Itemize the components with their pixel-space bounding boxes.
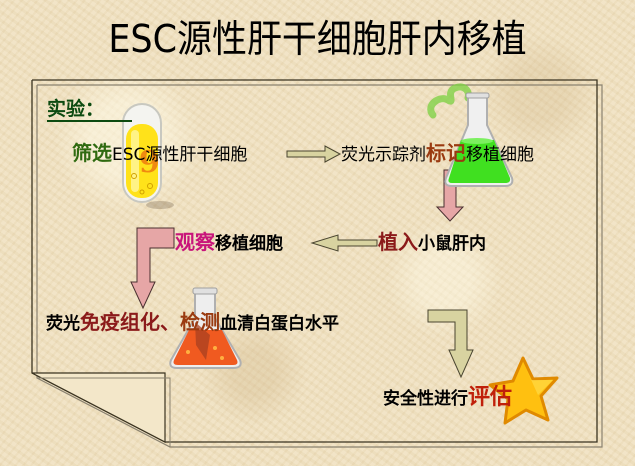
experiment-heading: 实验： [47, 98, 133, 122]
step-observe-highlight: 观察 [175, 230, 215, 254]
green-flask-icon [427, 83, 514, 187]
svg-text:9: 9 [139, 145, 160, 180]
arrow-bent-down-khaki [427, 309, 474, 379]
step-detect-separator: 、 [160, 310, 180, 334]
step-screen-highlight: 筛选 [72, 141, 112, 165]
gold-star-icon [488, 356, 559, 425]
step-detect: 荧光免疫组化、检测血清白蛋白水平 [46, 312, 339, 334]
step-observe: 观察移植细胞 [175, 232, 283, 254]
step-screen-text: ESC源性肝干细胞 [112, 145, 248, 165]
step-implant-highlight: 植入 [378, 230, 418, 254]
orange-flask-icon [169, 287, 242, 369]
step-detect-highlight-1: 免疫组化 [80, 310, 160, 334]
step-detect-post: 血清白蛋白水平 [220, 314, 339, 334]
step-implant: 植入小鼠肝内 [378, 232, 486, 254]
step-evaluate-highlight: 评估 [468, 385, 513, 410]
page-title: ESC源性肝干细胞肝内移植 [108, 17, 527, 61]
step-label-highlight: 标记 [426, 141, 466, 165]
step-evaluate: 安全性进行评估 [383, 385, 513, 410]
step-detect-highlight-2: 检测 [180, 310, 220, 334]
step-evaluate-text: 安全性进行 [383, 389, 468, 409]
step-label-pre: 荧光示踪剂 [341, 145, 426, 165]
arrow-left-1 [310, 234, 378, 252]
step-screen: 筛选ESC源性肝干细胞 [72, 143, 247, 165]
step-label: 荧光示踪剂标记移植细胞 [341, 143, 534, 165]
step-observe-text: 移植细胞 [215, 234, 283, 254]
step-detect-pre: 荧光 [46, 314, 80, 334]
yellow-test-tube-icon: 9 [122, 103, 174, 209]
step-implant-text: 小鼠肝内 [418, 234, 486, 254]
arrow-right-1 [286, 145, 342, 163]
step-label-post: 移植细胞 [466, 145, 534, 165]
arrow-bent-down-pink [130, 227, 175, 310]
